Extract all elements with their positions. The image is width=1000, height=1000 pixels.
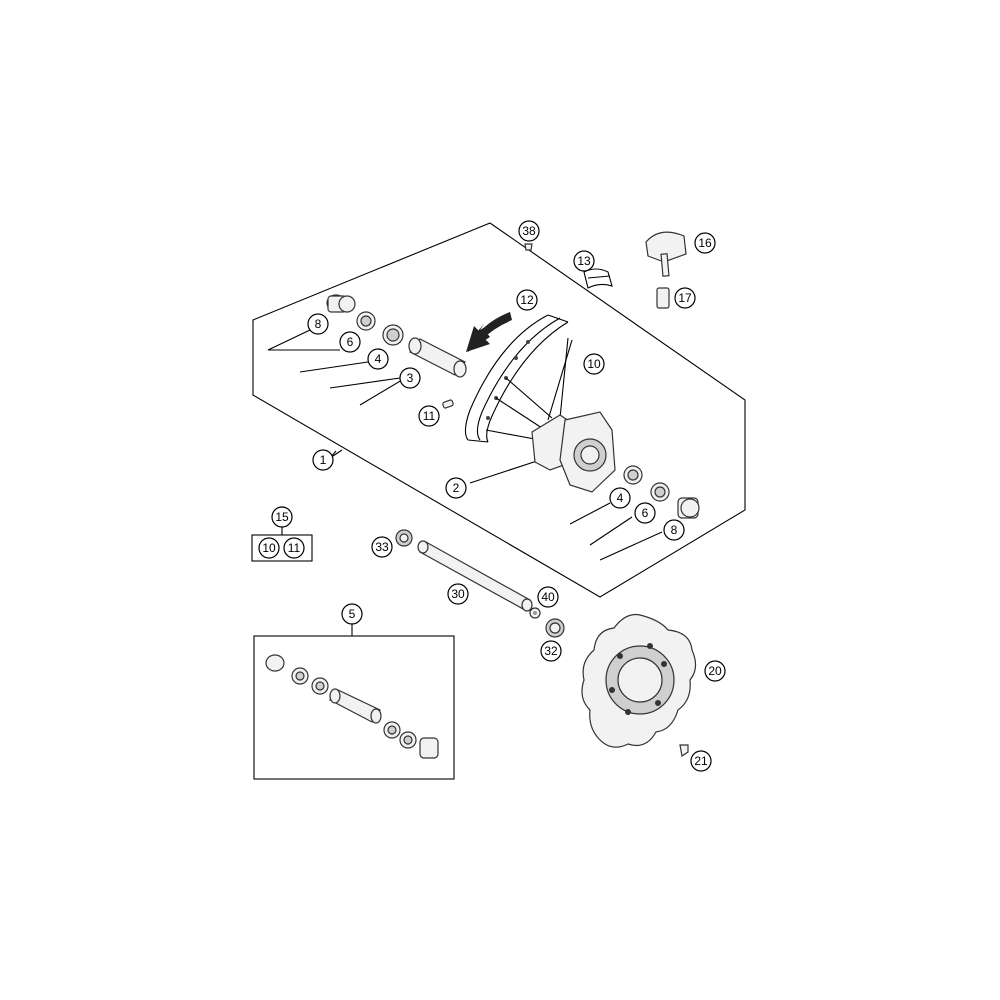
hub-part	[531, 411, 616, 493]
callout-15-10-label: 10	[262, 541, 276, 555]
sleeve-part	[408, 337, 467, 378]
callout-15-11-label: 11	[288, 541, 301, 555]
valve-cap-part	[524, 243, 533, 251]
wheel-assembly-frame	[252, 222, 746, 598]
callout-30: 30	[447, 583, 469, 605]
callout-6-right: 6	[634, 502, 656, 524]
callout-33-label: 33	[375, 540, 389, 554]
callout-15-10: 10	[258, 537, 280, 559]
bearing-kit-box	[253, 635, 455, 780]
callout-8-left-label: 8	[315, 317, 322, 331]
brake-disc-part	[581, 613, 697, 748]
callout-16: 16	[694, 232, 716, 254]
rim-part	[464, 314, 569, 443]
callout-21-label: 21	[694, 754, 708, 768]
tool-part	[645, 231, 687, 277]
callout-2-label: 2	[453, 481, 460, 495]
callout-11-label: 11	[423, 409, 436, 423]
callout-1: 1	[312, 449, 334, 471]
callout-12-label: 12	[520, 293, 534, 307]
seal-part-right	[650, 482, 670, 502]
callout-4-left: 4	[367, 348, 389, 370]
washer-part	[529, 607, 541, 619]
callout-15-11: 11	[283, 537, 305, 559]
callout-15: 15	[271, 506, 293, 528]
callout-13-label: 13	[577, 254, 591, 268]
callout-32: 32	[540, 640, 562, 662]
callout-38-label: 38	[522, 224, 536, 238]
callout-5: 5	[341, 603, 363, 625]
callout-11: 11	[418, 405, 440, 427]
callout-3-label: 3	[407, 371, 414, 385]
callout-15-label: 15	[275, 510, 289, 524]
bolt-part	[656, 287, 670, 309]
callout-38: 38	[518, 220, 540, 242]
spacer-part-left	[326, 294, 356, 313]
callout-1-label: 1	[320, 453, 327, 467]
nipple-part	[442, 399, 454, 409]
spacer-part-right	[677, 497, 700, 519]
bearing-part-right	[623, 465, 643, 485]
callout-20: 20	[704, 660, 726, 682]
spokes-part	[485, 337, 573, 441]
seal-part-left	[356, 311, 376, 331]
callout-2: 2	[445, 477, 467, 499]
callout-10-label: 10	[587, 357, 601, 371]
callout-8-right-label: 8	[671, 523, 678, 537]
callout-16-label: 16	[698, 236, 712, 250]
callout-30-label: 30	[451, 587, 465, 601]
callout-6-left: 6	[339, 331, 361, 353]
callout-10: 10	[583, 353, 605, 375]
callout-6-left-label: 6	[347, 335, 354, 349]
callout-3: 3	[399, 367, 421, 389]
callout-13: 13	[573, 250, 595, 272]
callout-8-left: 8	[307, 313, 329, 335]
bearing-kit-parts	[265, 654, 439, 759]
bearing-part-left	[382, 324, 404, 346]
axle-seal-part	[395, 529, 413, 547]
callout-8-right: 8	[663, 519, 685, 541]
rotation-arrow-shape	[466, 312, 512, 352]
callout-17: 17	[674, 287, 696, 309]
callout-4-left-label: 4	[375, 352, 382, 366]
callout-32-label: 32	[544, 644, 558, 658]
rim-tape-part	[583, 268, 613, 289]
leader-lines-left	[267, 329, 403, 406]
screw-part	[679, 744, 689, 758]
callout-40: 40	[537, 586, 559, 608]
callout-40-label: 40	[541, 590, 555, 604]
axle-nut-part	[545, 618, 565, 638]
callout-21: 21	[690, 750, 712, 772]
callout-12: 12	[516, 289, 538, 311]
callout-33: 33	[371, 536, 393, 558]
callout-5-label: 5	[349, 607, 356, 621]
callout-4-right: 4	[609, 487, 631, 509]
callout-6-right-label: 6	[642, 506, 649, 520]
callout-20-label: 20	[708, 664, 722, 678]
callout-4-right-label: 4	[617, 491, 624, 505]
callout-17-label: 17	[678, 291, 692, 305]
axle-part	[417, 540, 533, 612]
